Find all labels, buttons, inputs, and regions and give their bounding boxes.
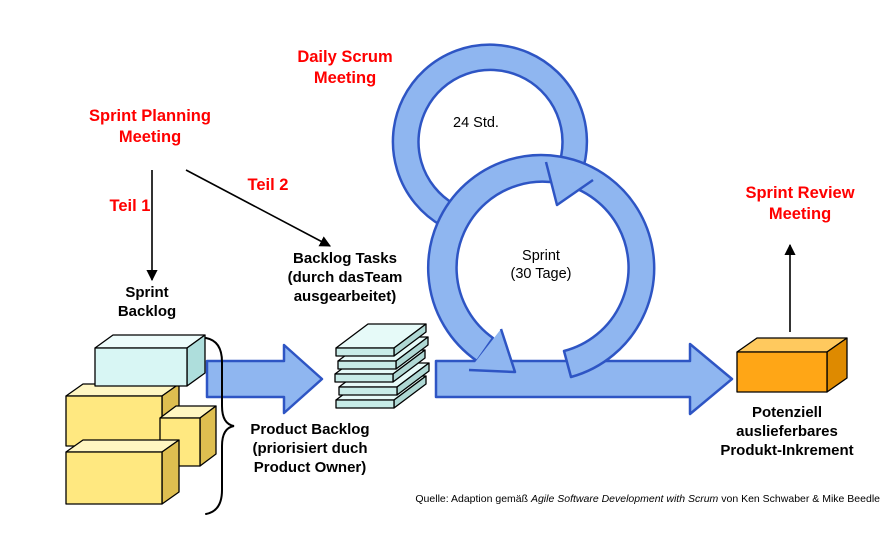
brick-icon (65, 439, 180, 505)
source-suffix: von Ken Schwaber & Mike Beedle (718, 493, 880, 505)
sprint-planning-meeting-label: Sprint Planning Meeting (89, 107, 211, 146)
daily-cycle-label: 24 Std. (453, 115, 499, 131)
card-front-face (335, 399, 395, 409)
box-front-face (736, 351, 828, 393)
arrow-planning-to-backlog-tasks (185, 169, 331, 247)
card-front-face (338, 386, 398, 396)
daily-scrum-meeting-label: Daily Scrum Meeting (297, 48, 393, 87)
brick-top-face (65, 439, 180, 453)
source-prefix: Quelle: Adaption gemäß (415, 493, 531, 505)
sprint-loop-icon (427, 153, 656, 379)
card-front-face (337, 360, 397, 370)
sprint-review-meeting-label: Sprint Review Meeting (745, 184, 855, 223)
brick-side-face (161, 439, 180, 505)
brick-front-face (65, 451, 163, 505)
box-front-face (94, 347, 188, 387)
backlog-tasks-cards-icon (334, 323, 430, 409)
source-book-title: Agile Software Development with Scrum (530, 493, 719, 505)
sprint-loop-arrowhead-icon (468, 328, 517, 374)
card-front-face (334, 373, 394, 383)
box-top-face (94, 334, 206, 349)
product-backlog-label: Product Backlog (priorisiert duch Produc… (250, 421, 370, 476)
daily-scrum-loop-arrowhead-icon (544, 161, 594, 207)
arrow-backlog-to-tasks-icon (205, 343, 324, 415)
card-front-face (335, 347, 395, 357)
product-backlog-brace-icon (205, 337, 235, 515)
product-increment-box-icon (736, 337, 848, 393)
teil-2-label: Teil 2 (247, 176, 289, 194)
product-backlog-bricks-icon (65, 383, 217, 505)
sprint-backlog-box-icon (94, 334, 206, 387)
brick-front-face (65, 395, 163, 447)
backlog-tasks-label: Backlog Tasks (durch dasTeam ausgearbeit… (287, 250, 403, 305)
sprint-backlog-label: Sprint Backlog (117, 284, 177, 320)
source-caption: Quelle: Adaption gemäß Agile Software De… (415, 493, 880, 505)
product-increment-label: Potenziell auslieferbares Produkt-Inkrem… (720, 404, 854, 459)
card-icon (335, 323, 427, 357)
sprint-cycle-label: Sprint (30 Tage) (510, 248, 572, 283)
teil-1-label: Teil 1 (109, 197, 151, 215)
